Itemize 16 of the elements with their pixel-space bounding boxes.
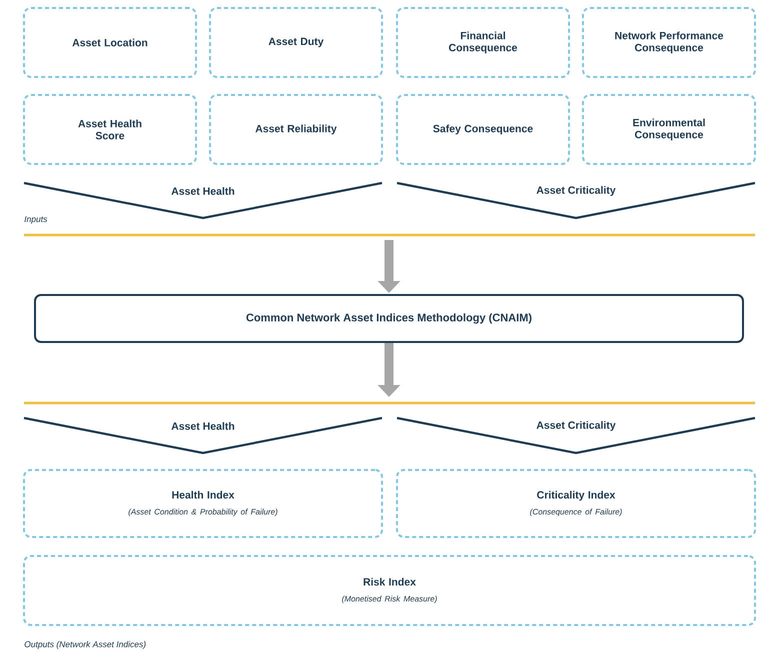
input-box: Criticality Index (Consequence of Failure): [396, 469, 756, 538]
input-box: Financial Consequence: [396, 7, 570, 78]
input-box: Asset Reliability: [209, 94, 383, 165]
input-box: Asset Location: [23, 7, 197, 78]
input-box: Health Index (Asset Condition & Probability of Failure): [23, 469, 383, 538]
input-box: Risk Index (Monetised Risk Measure): [23, 555, 756, 626]
process-box: Common Network Asset Indices Methodology (CNAIM): [34, 294, 744, 343]
chevron-band: Asset Health: [24, 416, 382, 454]
input-box: Environmental Consequence: [582, 94, 756, 165]
input-box: Asset Health Score: [23, 94, 197, 165]
input-box: Network Performance Consequence: [582, 7, 756, 78]
input-box: Asset Duty: [209, 7, 383, 78]
chevron-band: Asset Criticality: [396, 416, 756, 454]
section-label: Outputs (Network Asset Indices): [24, 641, 146, 649]
input-box: Safey Consequence: [396, 94, 570, 165]
chevron-band: Asset Criticality: [396, 182, 756, 220]
